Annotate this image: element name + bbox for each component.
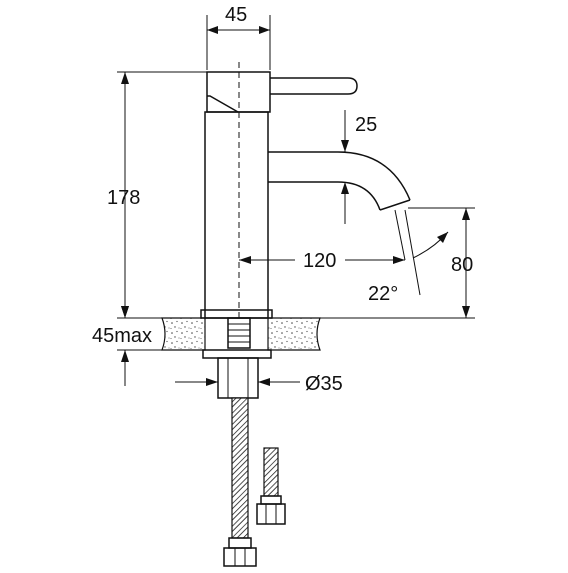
countertop-slab-right xyxy=(267,317,321,351)
label-width-top: 45 xyxy=(225,4,247,26)
faucet-base-flange xyxy=(200,309,273,319)
mounting-nut xyxy=(217,357,259,399)
dimension-spout-drop: 25 xyxy=(341,110,377,224)
hose-nut-long xyxy=(223,547,257,567)
mounting-washer xyxy=(202,349,272,359)
supply-hose-long xyxy=(231,397,249,539)
dimension-width-top: 45 xyxy=(206,4,271,70)
dimension-height: 178 xyxy=(107,71,207,318)
countertop-slab-left xyxy=(161,317,206,351)
threaded-shank-top xyxy=(227,317,251,349)
dimension-hole-diameter: Ø35 xyxy=(175,373,343,395)
faucet-column xyxy=(204,111,269,319)
spout-top-edge xyxy=(268,151,411,201)
dimension-clearance: 80 xyxy=(408,207,475,318)
spout-bottom-edge xyxy=(268,181,381,211)
mounting-hardware xyxy=(202,317,272,399)
spout-outlet xyxy=(379,199,411,211)
supply-hoses xyxy=(223,397,286,567)
dimension-max-counter: 45max xyxy=(92,296,162,386)
hose-ferrule-long xyxy=(228,537,252,549)
handle-lever xyxy=(270,77,358,95)
faucet-body xyxy=(200,62,411,319)
dimension-angle: 22° xyxy=(368,209,449,305)
countertop xyxy=(161,317,475,351)
hose-nut-short xyxy=(256,503,286,525)
label-clearance: 80 xyxy=(451,254,473,276)
label-reach: 120 xyxy=(303,250,336,272)
label-angle: 22° xyxy=(368,283,398,305)
hose-ferrule-short xyxy=(260,495,282,505)
label-max-counter: 45max xyxy=(92,325,152,347)
label-hole-diameter: Ø35 xyxy=(305,373,343,395)
handle-skirt xyxy=(207,95,239,113)
dimension-reach: 120 xyxy=(239,250,405,272)
supply-hose-short xyxy=(263,447,279,497)
label-height: 178 xyxy=(107,187,140,209)
label-spout-drop: 25 xyxy=(355,114,377,136)
